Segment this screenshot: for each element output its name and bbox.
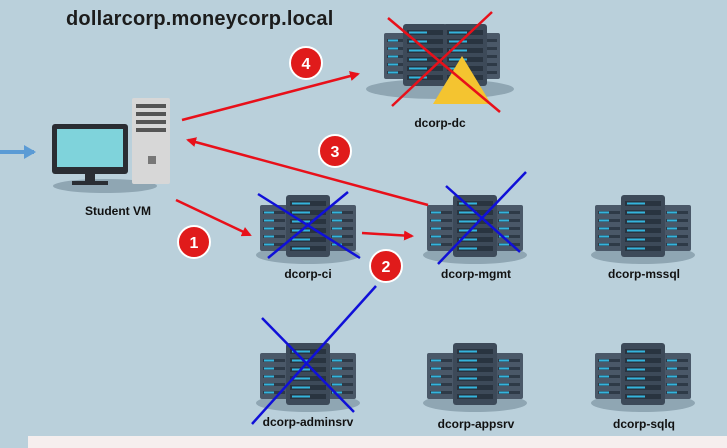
attack-arrow-3: [186, 137, 429, 207]
bottom-strip: [28, 436, 727, 448]
server-rack-icon-mssql: [591, 195, 695, 264]
svg-text:1: 1: [190, 235, 199, 252]
server-rack-icon-mgmt: [423, 195, 527, 264]
label-dcorp-mgmt: dcorp-mgmt: [441, 267, 511, 281]
server-rack-icon-sqlq: [591, 343, 695, 412]
label-dcorp-sqlq: dcorp-sqlq: [613, 417, 675, 431]
label-dcorp-ci: dcorp-ci: [284, 267, 332, 281]
label-dcorp-dc: dcorp-dc: [414, 116, 466, 130]
ci-compromised-cross: [257, 191, 361, 260]
adminsrv-compromised-cross: [251, 285, 377, 425]
server-rack-icon-appsrv: [423, 343, 527, 412]
label-student-vm: Student VM: [85, 204, 151, 218]
step-badge-3: 3: [318, 134, 352, 168]
dc-compromised-cross: [387, 11, 501, 113]
svg-text:2: 2: [382, 259, 391, 276]
attack-arrow-4: [181, 71, 360, 122]
attack-arrow-1: [175, 198, 252, 237]
attack-arrow-ci-to-mgmt: [361, 230, 414, 241]
label-dcorp-mssql: dcorp-mssql: [607, 267, 680, 281]
mgmt-compromised-cross: [437, 171, 527, 265]
svg-text:4: 4: [302, 56, 311, 73]
domain-title: dollarcorp.moneycorp.local: [66, 8, 334, 30]
label-dcorp-appsrv: dcorp-appsrv: [437, 417, 515, 431]
step-badge-4: 4: [289, 46, 323, 80]
student-vm-icon: [0, 98, 170, 193]
step-badge-1: 1: [177, 225, 211, 259]
svg-text:3: 3: [331, 144, 340, 161]
label-dcorp-adminsrv: dcorp-adminsrv: [262, 415, 354, 429]
step-badge-2: 2: [369, 249, 403, 283]
